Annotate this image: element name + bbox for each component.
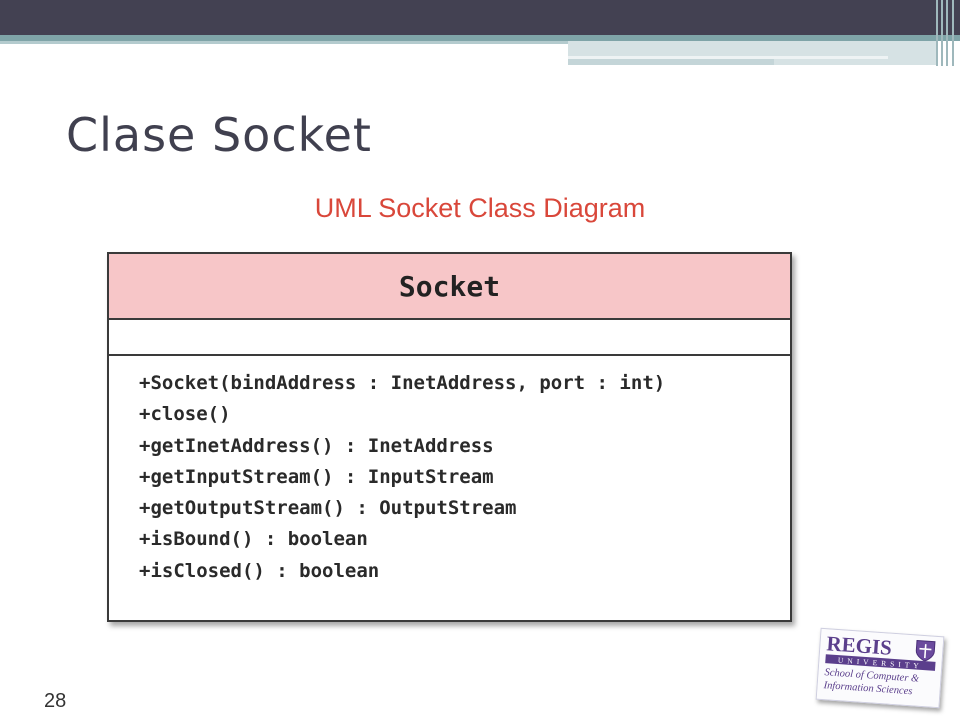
logo-graphic: REGIS UNIVERSITY School of Computer & In… [816,628,944,708]
uml-class-name: Socket [109,254,790,320]
header-accent-band [0,35,960,41]
uml-operation: +Socket(bindAddress : InetAddress, port … [139,372,666,394]
uml-operation: +close() [139,403,231,426]
uml-operation: +getInetAddress() : InetAddress [139,434,494,457]
uml-class-box: Socket +Socket(bindAddress : InetAddress… [107,252,792,622]
header-step-lower [568,59,774,65]
uml-operation: +isBound() : boolean [139,528,368,551]
regis-university-logo: REGIS UNIVERSITY School of Computer & In… [815,627,945,709]
header-step-highlight [568,56,888,59]
uml-operation: +isClosed() : boolean [139,559,380,582]
header-bar [0,0,960,35]
uml-operations-compartment: +Socket(bindAddress : InetAddress, port … [109,356,790,587]
diagram-title: UML Socket Class Diagram [314,193,646,223]
uml-attributes-compartment [109,320,790,356]
shield-icon [915,639,936,662]
header-accent-line [0,41,568,44]
header-vertical-rails [934,0,960,66]
slide-title: Clase Socket [66,108,372,162]
uml-operation: +getOutputStream() : OutputStream [139,497,517,520]
uml-operation: +getInputStream() : InputStream [139,465,494,488]
page-number: 28 [44,690,67,712]
